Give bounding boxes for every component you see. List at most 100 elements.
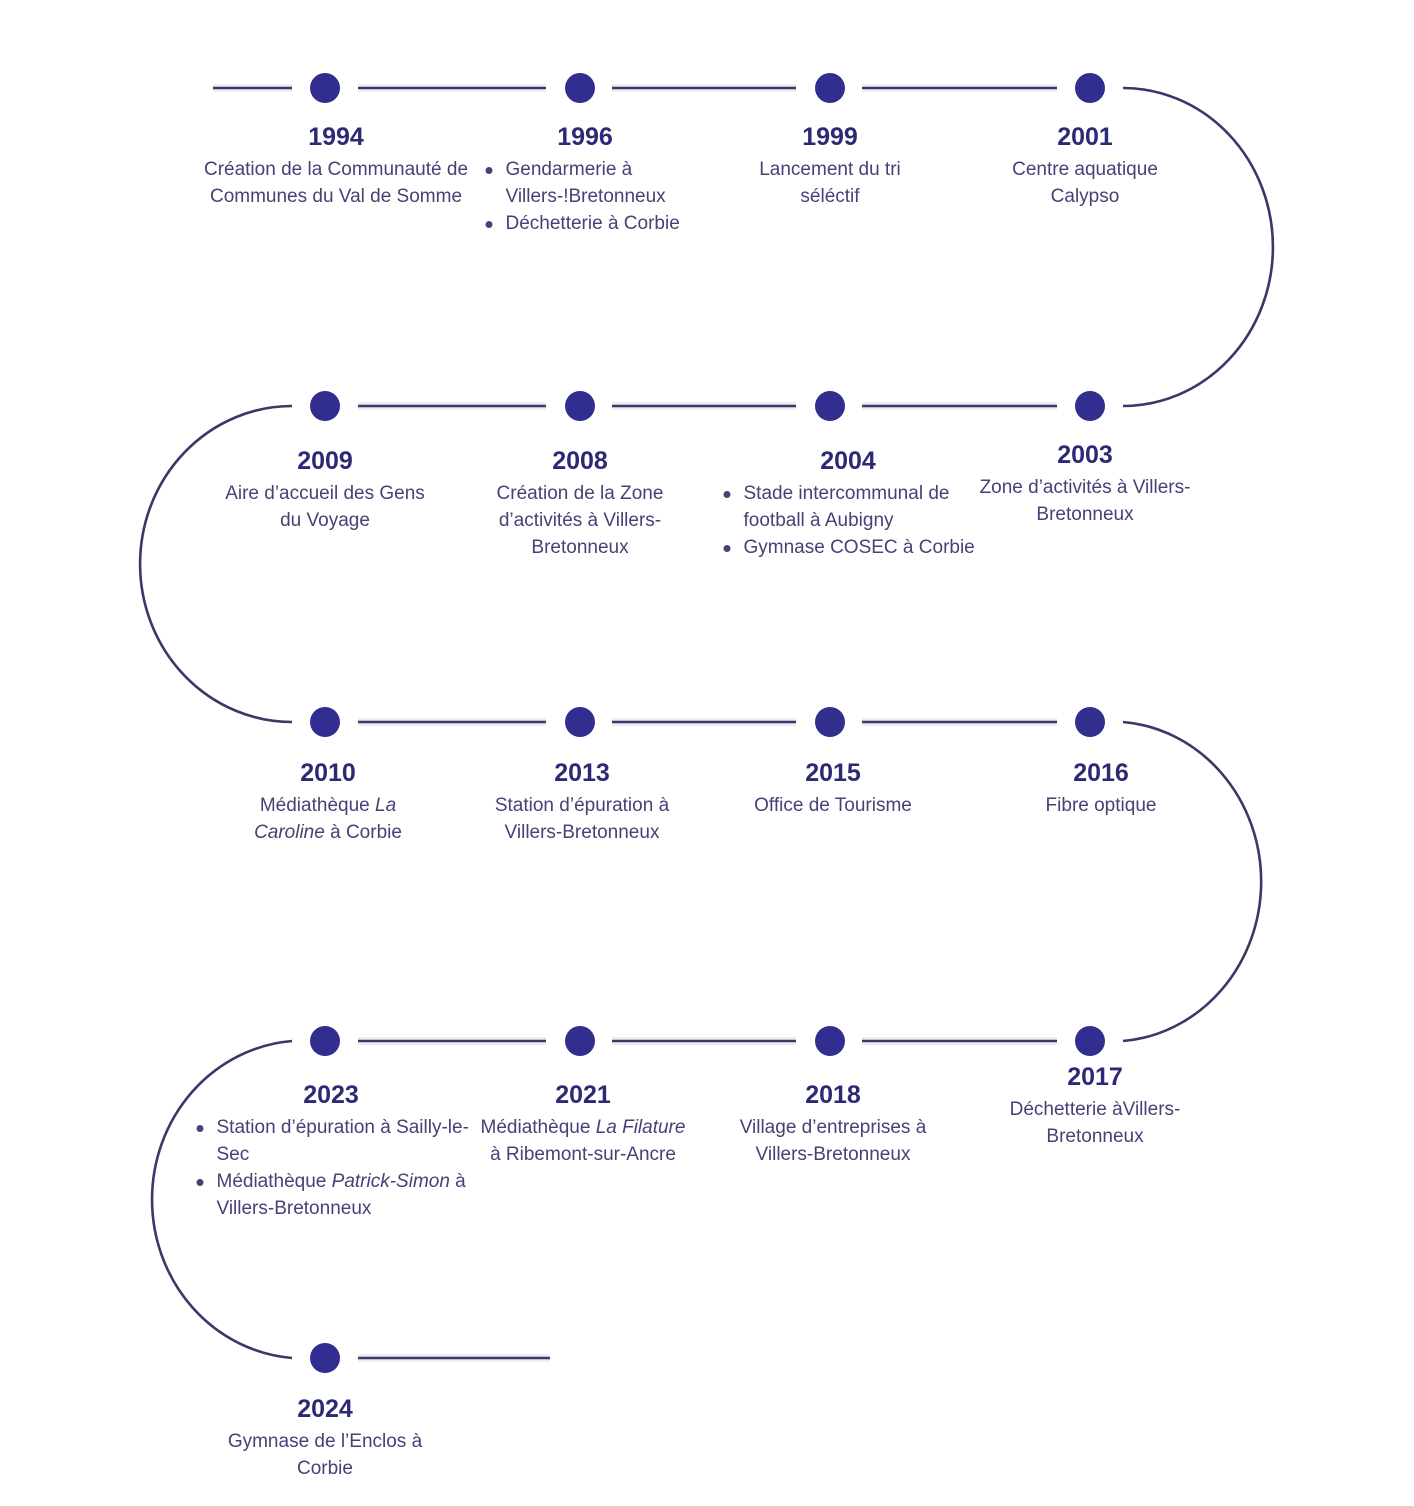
description-2017: Déchetterie àVillers-Bretonneux [978,1097,1213,1151]
bullet-item: Déchetterie à Corbie [478,211,693,238]
timeline-dot-2015 [815,707,845,737]
year-label-1996: 1996 [557,123,613,151]
bullet-item: Médiathèque Patrick-Simon à Villers-Bret… [189,1169,474,1223]
year-label-2021: 2021 [555,1081,611,1109]
timeline-item-2017: 2017 Déchetterie àVillers-Bretonneux [978,1062,1213,1151]
timeline-item-2008: 2008 Création de la Zone d’activités à V… [473,446,688,562]
desc-segment: Gymnase de l’Enclos à Corbie [227,1431,423,1480]
timeline-dot-2018 [815,1026,845,1056]
year-label-2001: 2001 [1057,123,1113,151]
description-2008: Création de la Zone d’activités à Viller… [473,481,688,562]
year-label-2008: 2008 [552,447,608,475]
desc-segment: Station d’épuration à Villers-Bretonneux [494,795,670,844]
description-2015: Office de Tourisme [718,793,948,820]
bullet-item: Gymnase COSEC à Corbie [716,535,981,562]
timeline-dot-2023 [310,1026,340,1056]
timeline-item-2013: 2013 Station d’épuration à Villers-Breto… [470,758,695,847]
desc-segment: Station d’épuration à Sailly-le-Sec [216,1117,469,1166]
timeline-dot-2004 [815,391,845,421]
timeline-item-1999: 1999 Lancement du tri séléctif [730,122,930,211]
year-label-2017: 2017 [1067,1063,1123,1091]
timeline-item-1996: 1996 Gendarmerie à Villers-!Bretonneux D… [478,122,693,238]
desc-segment-italic: La Filature [595,1117,686,1139]
desc-segment: Déchetterie à Corbie [505,213,680,235]
timeline-dot-2010 [310,707,340,737]
description-1994: Création de la Communauté de Communes du… [186,157,486,211]
timeline-item-2004: 2004 Stade intercommunal de football à A… [716,446,981,562]
year-label-2015: 2015 [805,759,861,787]
year-label-2009: 2009 [297,447,353,475]
desc-segment: Gendarmerie à Villers-!Bretonneux [505,159,666,208]
year-label-1999: 1999 [802,123,858,151]
timeline-dot-1994 [310,73,340,103]
timeline-dot-2001 [1075,73,1105,103]
desc-segment: Aire d’accueil des Gens du Voyage [225,483,425,532]
desc-segment: Centre aquatique Calypso [1012,159,1158,208]
timeline-dot-2024 [310,1343,340,1373]
description-2021: Médiathèque La Filature à Ribemont-sur-A… [478,1115,688,1169]
timeline-dot-2008 [565,391,595,421]
year-label-2016: 2016 [1073,759,1129,787]
timeline-dot-2017 [1075,1026,1105,1056]
desc-segment: Office de Tourisme [754,795,912,817]
desc-segment: Zone d’activités à Villers-Bretonneux [979,477,1191,526]
year-label-2004: 2004 [820,447,876,475]
timeline-dot-2009 [310,391,340,421]
bullet-item: Gendarmerie à Villers-!Bretonneux [478,157,693,211]
desc-segment: Médiathèque [259,795,375,817]
description-2009: Aire d’accueil des Gens du Voyage [223,481,428,535]
desc-segment: Déchetterie àVillers-Bretonneux [1009,1099,1181,1148]
bullet-list-2004: Stade intercommunal de football à Aubign… [716,481,981,562]
description-2013: Station d’épuration à Villers-Bretonneux [470,793,695,847]
timeline-item-2015: 2015 Office de Tourisme [718,758,948,820]
timeline-item-2010: 2010 Médiathèque La Caroline à Corbie [231,758,426,847]
description-2024: Gymnase de l’Enclos à Corbie [203,1429,448,1483]
timeline-item-2001: 2001 Centre aquatique Calypso [985,122,1185,211]
timeline-item-1994: 1994 Création de la Communauté de Commun… [186,122,486,211]
desc-segment: à Corbie [324,822,402,844]
timeline-dot-1996 [565,73,595,103]
bullet-item: Stade intercommunal de football à Aubign… [716,481,981,535]
timeline-item-2024: 2024 Gymnase de l’Enclos à Corbie [203,1394,448,1483]
desc-segment: Création de la Communauté de Communes du… [203,159,469,208]
desc-segment: Médiathèque [216,1171,332,1193]
description-2001: Centre aquatique Calypso [985,157,1185,211]
year-label-2013: 2013 [554,759,610,787]
description-2010: Médiathèque La Caroline à Corbie [231,793,426,847]
description-2003: Zone d’activités à Villers-Bretonneux [978,475,1193,529]
description-2018: Village d’entreprises à Villers-Bretonne… [716,1115,951,1169]
timeline-dot-2021 [565,1026,595,1056]
bullet-item: Station d’épuration à Sailly-le-Sec [189,1115,474,1169]
timeline-dot-1999 [815,73,845,103]
desc-segment: Gymnase COSEC à Corbie [743,537,975,559]
desc-segment: Stade intercommunal de football à Aubign… [743,483,950,532]
year-label-2018: 2018 [805,1081,861,1109]
year-label-2024: 2024 [297,1395,353,1423]
timeline-item-2023: 2023 Station d’épuration à Sailly-le-Sec… [189,1080,474,1223]
desc-segment-italic: Patrick-Simon [331,1171,450,1193]
timeline-item-2009: 2009 Aire d’accueil des Gens du Voyage [223,446,428,535]
timeline-dot-2013 [565,707,595,737]
description-2016: Fibre optique [1001,793,1201,820]
desc-segment: Création de la Zone d’activités à Viller… [496,483,664,559]
bullet-list-1996: Gendarmerie à Villers-!Bretonneux Déchet… [478,157,693,238]
desc-segment: Fibre optique [1045,795,1157,817]
year-label-2003: 2003 [1057,441,1113,469]
desc-segment: à Villers-Bretonneux [216,1171,466,1220]
timeline-item-2003: 2003 Zone d’activités à Villers-Bretonne… [978,440,1193,529]
timeline-dots [310,73,1105,1373]
desc-segment: Village d’entreprises à Villers-Bretonne… [739,1117,927,1166]
timeline-item-2018: 2018 Village d’entreprises à Villers-Bre… [716,1080,951,1169]
year-label-2010: 2010 [300,759,356,787]
bullet-list-2023: Station d’épuration à Sailly-le-Sec Médi… [189,1115,474,1223]
desc-segment-italic: La Caroline [254,795,397,844]
timeline-item-2016: 2016 Fibre optique [1001,758,1201,820]
timeline-dot-2003 [1075,391,1105,421]
description-1999: Lancement du tri séléctif [730,157,930,211]
desc-segment: Lancement du tri séléctif [759,159,901,208]
timeline-dot-2016 [1075,707,1105,737]
timeline-path [138,86,1275,1360]
desc-segment: à Ribemont-sur-Ancre [490,1144,676,1166]
desc-segment: Médiathèque [480,1117,596,1139]
